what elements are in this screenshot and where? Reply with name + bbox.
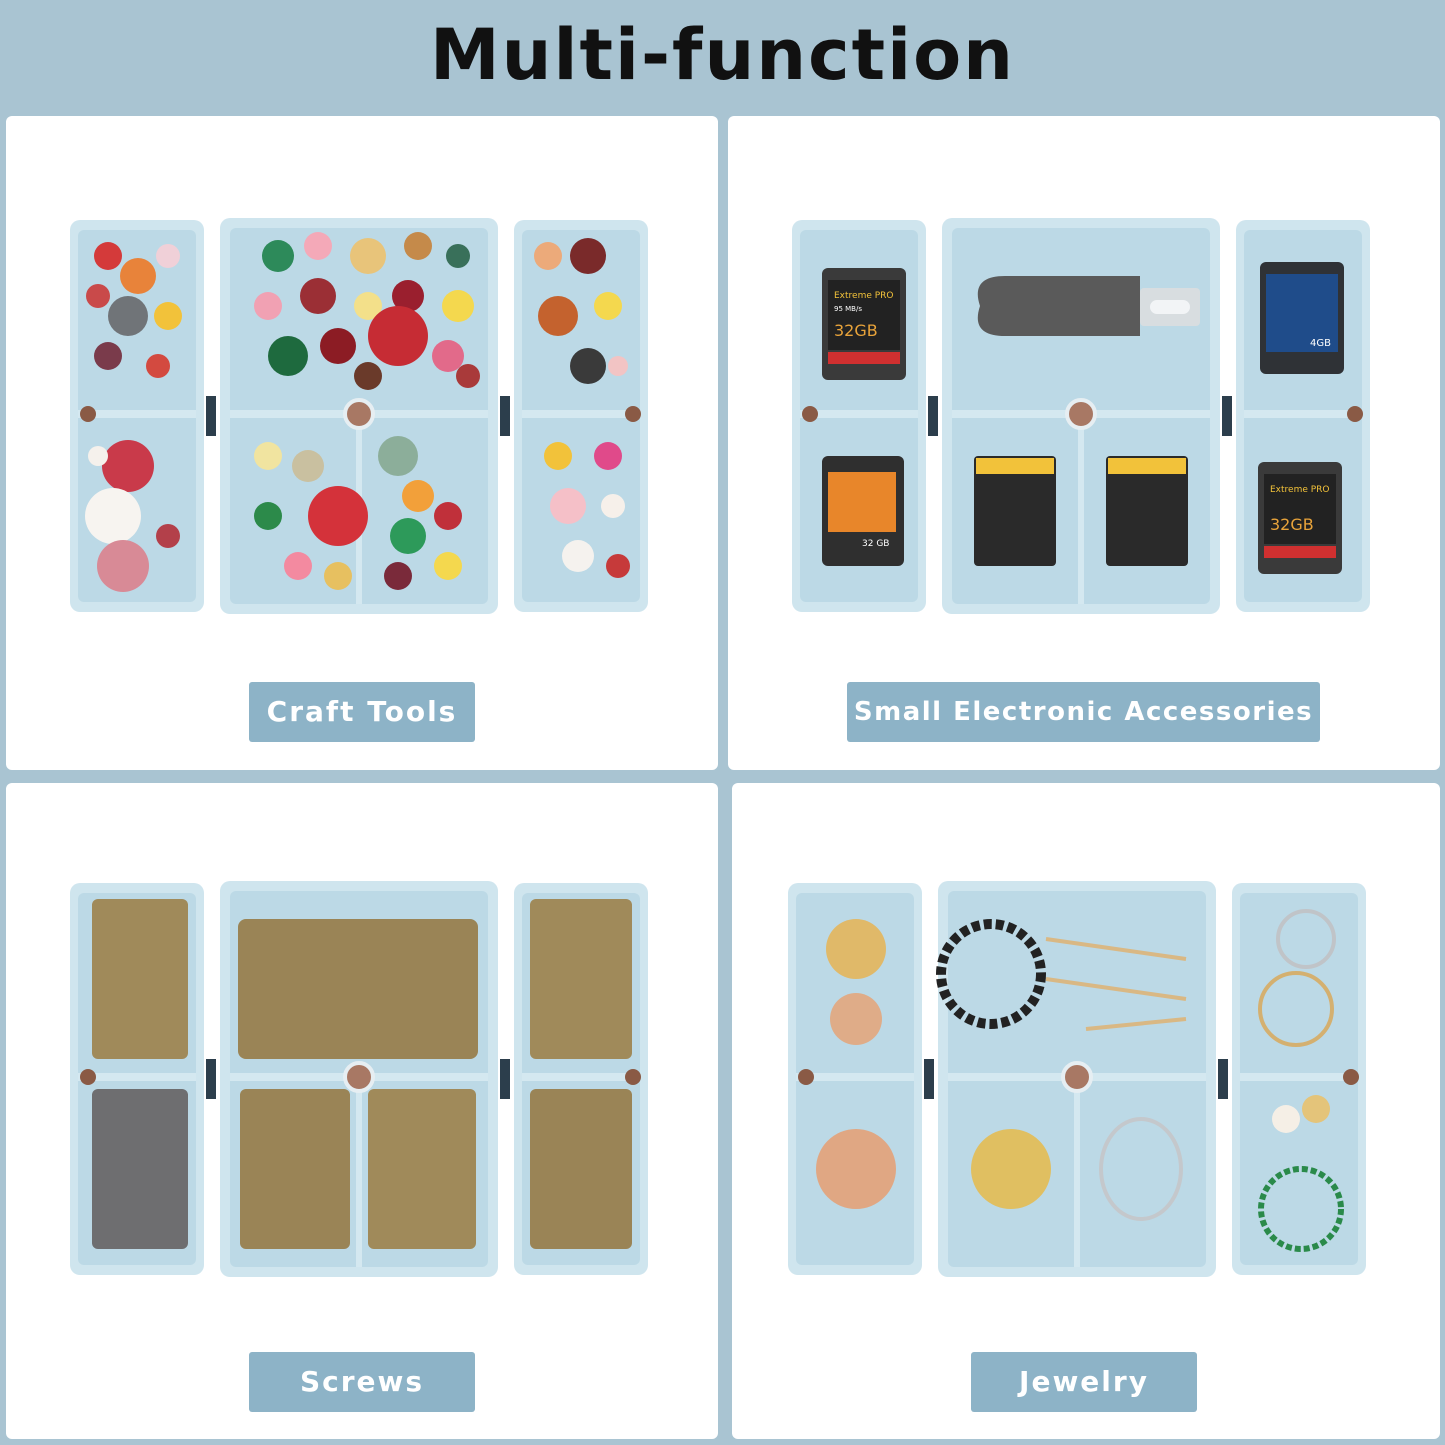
organizer-jewelry — [786, 879, 1368, 1279]
category-label-craft-tools: Craft Tools — [249, 682, 475, 742]
screws-items — [92, 899, 632, 1249]
tray-illustration — [70, 881, 648, 1277]
svg-text:95 MB/s: 95 MB/s — [834, 305, 862, 313]
memory-card-sd-orange: 32 GB — [822, 456, 904, 566]
usb-c-card-reader — [977, 276, 1200, 336]
svg-text:32GB: 32GB — [1270, 515, 1314, 534]
svg-text:32 GB: 32 GB — [862, 539, 889, 549]
tray-illustration — [70, 218, 648, 614]
organizer-memory-cards: Extreme PRO 95 MB/s 32GB 4GB 32 GB — [790, 216, 1372, 616]
tray-illustration: Extreme PRO 95 MB/s 32GB 4GB 32 GB — [792, 218, 1370, 614]
page-title: Multi-function — [430, 14, 1015, 96]
jewelry-items — [816, 909, 1344, 1252]
organizer-buttons — [68, 216, 650, 616]
memory-card-sd-4gb: 4GB — [1260, 262, 1344, 374]
category-label-screws: Screws — [249, 1352, 475, 1412]
microsd-card-1 — [974, 456, 1056, 566]
category-label-electronic-accessories: Small Electronic Accessories — [847, 682, 1320, 742]
memory-card-sd-32gb-2: Extreme PRO 32GB — [1258, 462, 1342, 574]
svg-text:Extreme PRO: Extreme PRO — [834, 291, 894, 301]
buttons-items — [85, 232, 630, 592]
category-label-jewelry: Jewelry — [971, 1352, 1197, 1412]
panel-craft-tools: Craft Tools — [6, 116, 718, 770]
tray-illustration — [788, 881, 1366, 1277]
svg-text:4GB: 4GB — [1310, 338, 1331, 349]
panel-electronic-accessories: Extreme PRO 95 MB/s 32GB 4GB 32 GB — [728, 116, 1440, 770]
svg-text:32GB: 32GB — [834, 321, 878, 340]
microsd-card-2 — [1106, 456, 1188, 566]
panel-jewelry: Jewelry — [732, 783, 1440, 1439]
memory-card-sd-32gb: Extreme PRO 95 MB/s 32GB — [822, 268, 906, 380]
organizer-screws — [68, 879, 650, 1279]
svg-text:Extreme PRO: Extreme PRO — [1270, 485, 1330, 495]
panel-screws: Screws — [6, 783, 718, 1439]
